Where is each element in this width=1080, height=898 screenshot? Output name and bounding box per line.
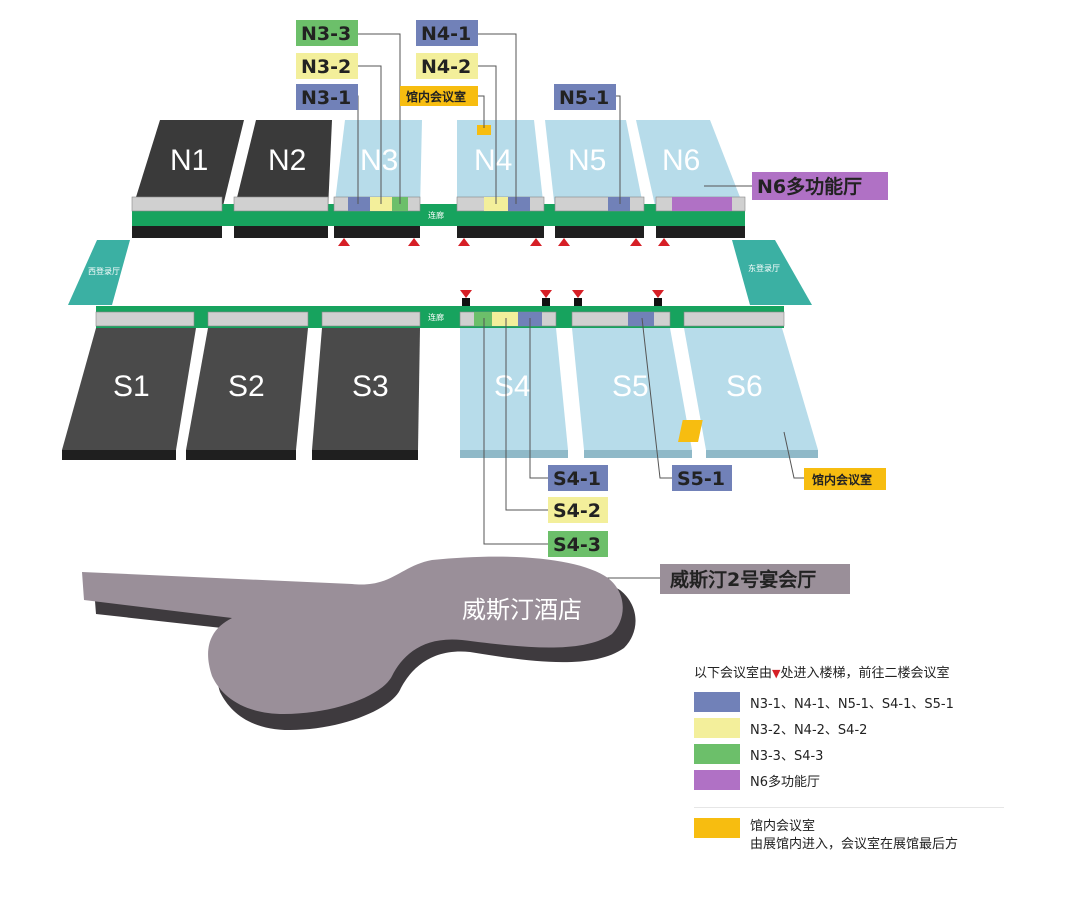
south-stair-markers bbox=[460, 290, 664, 298]
tag-n3-1-label: N3-1 bbox=[301, 87, 351, 109]
tag-s6-inner-room[interactable]: 馆内会议室 bbox=[804, 468, 886, 490]
tag-s4-1[interactable]: S4-1 bbox=[548, 465, 608, 491]
tag-n3-2-label: N3-2 bbox=[301, 56, 351, 78]
legend: 以下会议室由▼处进入楼梯，前往二楼会议室 N3-1、N4-1、N5-1、S4-1… bbox=[694, 662, 1024, 854]
north-stair-markers bbox=[338, 238, 670, 246]
legend-swatch-yellow bbox=[694, 718, 740, 738]
room-n4-inner-block[interactable] bbox=[477, 125, 491, 135]
tag-s6-inner-room-label: 馆内会议室 bbox=[812, 472, 872, 487]
tag-n4-inner-room[interactable]: 馆内会议室 bbox=[400, 86, 478, 106]
tag-n4-1-label: N4-1 bbox=[421, 23, 471, 45]
hall-n1-label: N1 bbox=[170, 144, 208, 177]
legend-room-description: 由展馆内进入，会议室在展馆最后方 bbox=[750, 837, 959, 852]
legend-item-label: N6多功能厅 bbox=[750, 774, 820, 790]
tag-s5-1-label: S5-1 bbox=[677, 468, 725, 490]
legend-heading: 以下会议室由▼处进入楼梯，前往二楼会议室 bbox=[694, 662, 1024, 681]
tag-n4-2-label: N4-2 bbox=[421, 56, 471, 78]
tag-s5-1[interactable]: S5-1 bbox=[672, 465, 732, 491]
tag-n6-hall-label: N6多功能厅 bbox=[757, 175, 862, 198]
room-n3-1-block[interactable] bbox=[348, 197, 370, 211]
legend-divider bbox=[694, 807, 1004, 808]
legend-swatch-orange bbox=[694, 818, 740, 838]
hall-n4-label: N4 bbox=[474, 144, 512, 177]
stair-marker-icon: ▼ bbox=[772, 667, 781, 680]
room-s4-3-block[interactable] bbox=[474, 312, 492, 326]
hall-s6-label: S6 bbox=[726, 370, 763, 403]
west-lobby-label: 西登录厅 bbox=[88, 266, 120, 276]
hall-n3-label: N3 bbox=[360, 144, 398, 177]
legend-swatch-purple bbox=[694, 770, 740, 790]
tag-s4-3-label: S4-3 bbox=[553, 534, 601, 556]
hall-s2-label: S2 bbox=[228, 370, 265, 403]
hall-s2[interactable]: S2 bbox=[186, 328, 308, 460]
hall-s5-label: S5 bbox=[612, 370, 649, 403]
tag-n4-1[interactable]: N4-1 bbox=[416, 20, 478, 46]
tag-banquet-hall[interactable]: 威斯汀2号宴会厅 bbox=[660, 564, 850, 594]
legend-heading-prefix: 以下会议室由 bbox=[694, 666, 773, 681]
tag-banquet-hall-label: 威斯汀2号宴会厅 bbox=[670, 568, 816, 591]
tag-s4-3[interactable]: S4-3 bbox=[548, 531, 608, 557]
tag-n4-inner-room-label: 馆内会议室 bbox=[406, 89, 466, 104]
west-lobby[interactable] bbox=[68, 240, 130, 305]
hotel[interactable]: 威斯汀酒店 bbox=[82, 556, 636, 730]
tag-n5-1-label: N5-1 bbox=[559, 87, 609, 109]
tag-n6-hall[interactable]: N6多功能厅 bbox=[752, 172, 888, 200]
room-n6-hall-block[interactable] bbox=[672, 197, 732, 211]
room-n5-1-block[interactable] bbox=[608, 197, 630, 211]
hall-s6[interactable]: S6 bbox=[684, 328, 818, 458]
hall-s3-label: S3 bbox=[352, 370, 389, 403]
tag-s4-2-label: S4-2 bbox=[553, 500, 601, 522]
hall-s3[interactable]: S3 bbox=[312, 328, 420, 460]
legend-swatch-blue bbox=[694, 692, 740, 712]
legend-item-label: N3-2、N4-2、S4-2 bbox=[750, 722, 868, 738]
hall-n2-label: N2 bbox=[268, 144, 306, 177]
hall-s4[interactable]: S4 bbox=[460, 328, 568, 458]
south-corridor-label: 连廊 bbox=[428, 312, 444, 322]
legend-heading-suffix: 处进入楼梯，前往二楼会议室 bbox=[780, 666, 950, 681]
hall-s1[interactable]: S1 bbox=[62, 328, 196, 460]
legend-room-title: 馆内会议室 bbox=[750, 819, 816, 834]
east-lobby-label: 东登录厅 bbox=[748, 263, 780, 273]
hall-s5[interactable]: S5 bbox=[572, 328, 692, 458]
hall-n5-label: N5 bbox=[568, 144, 606, 177]
legend-item: N3-2、N4-2、S4-2 bbox=[694, 715, 1024, 741]
room-s6-inner-block[interactable] bbox=[678, 420, 703, 442]
legend-item: N6多功能厅 bbox=[694, 767, 1024, 793]
room-s4-2-block[interactable] bbox=[492, 312, 518, 326]
north-corridor-label: 连廊 bbox=[428, 210, 444, 220]
tag-n4-2[interactable]: N4-2 bbox=[416, 53, 478, 79]
legend-item: N3-1、N4-1、N5-1、S4-1、S5-1 bbox=[694, 689, 1024, 715]
legend-room-item: 馆内会议室 由展馆内进入，会议室在展馆最后方 bbox=[694, 818, 1024, 854]
legend-item-label: N3-3、S4-3 bbox=[750, 748, 824, 764]
room-s5-1-block[interactable] bbox=[628, 312, 654, 326]
tag-n5-1[interactable]: N5-1 bbox=[554, 84, 616, 110]
hall-n6-label: N6 bbox=[662, 144, 700, 177]
hotel-name: 威斯汀酒店 bbox=[462, 596, 582, 624]
tag-s4-1-label: S4-1 bbox=[553, 468, 601, 490]
east-lobby[interactable] bbox=[732, 240, 812, 305]
tag-n3-3[interactable]: N3-3 bbox=[296, 20, 358, 46]
hall-s1-label: S1 bbox=[113, 370, 150, 403]
tag-n3-1[interactable]: N3-1 bbox=[296, 84, 358, 110]
tag-n3-3-label: N3-3 bbox=[301, 23, 351, 45]
hall-s4-label: S4 bbox=[494, 370, 531, 403]
tag-s4-2[interactable]: S4-2 bbox=[548, 497, 608, 523]
legend-swatch-green bbox=[694, 744, 740, 764]
room-n4-1-block[interactable] bbox=[508, 197, 530, 211]
hall-n2[interactable]: N2 bbox=[234, 120, 332, 238]
tag-n3-2[interactable]: N3-2 bbox=[296, 53, 358, 79]
legend-item: N3-3、S4-3 bbox=[694, 741, 1024, 767]
legend-item-label: N3-1、N4-1、N5-1、S4-1、S5-1 bbox=[750, 696, 954, 712]
